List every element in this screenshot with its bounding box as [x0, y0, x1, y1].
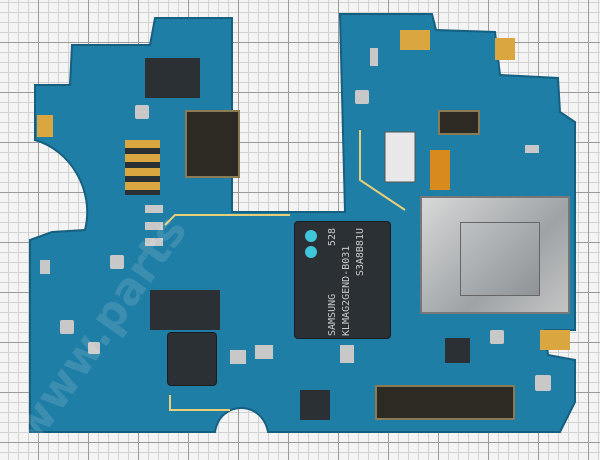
board-connector-right [438, 110, 480, 135]
marker-dot [305, 230, 317, 242]
emmc-brand: SAMSUNG [327, 293, 338, 336]
emmc-label-row: S3A8B81U [354, 228, 368, 336]
sim-tray-inner [460, 222, 540, 296]
emmc-label: SAMSUNG 528 KLMAG2GEND-B031 S3A8B81U [326, 228, 368, 336]
emmc-date-code: 528 [327, 228, 338, 247]
emmc-part-number: KLMAG2GEND-B031 [341, 245, 352, 336]
emmc-lot-code: S3A8B81U [355, 228, 366, 277]
emmc-label-row: KLMAG2GEND-B031 [340, 228, 354, 336]
processor-chip [168, 333, 216, 385]
emmc-chip: SAMSUNG 528 KLMAG2GEND-B031 S3A8B81U [295, 222, 390, 338]
emmc-label-row: SAMSUNG 528 [326, 228, 340, 336]
board-connector-bottom [375, 385, 515, 420]
marker-dot [305, 246, 317, 258]
board-connector-left [185, 110, 240, 178]
sim-contact-pads [125, 140, 160, 195]
sim-card-tray [420, 196, 570, 314]
